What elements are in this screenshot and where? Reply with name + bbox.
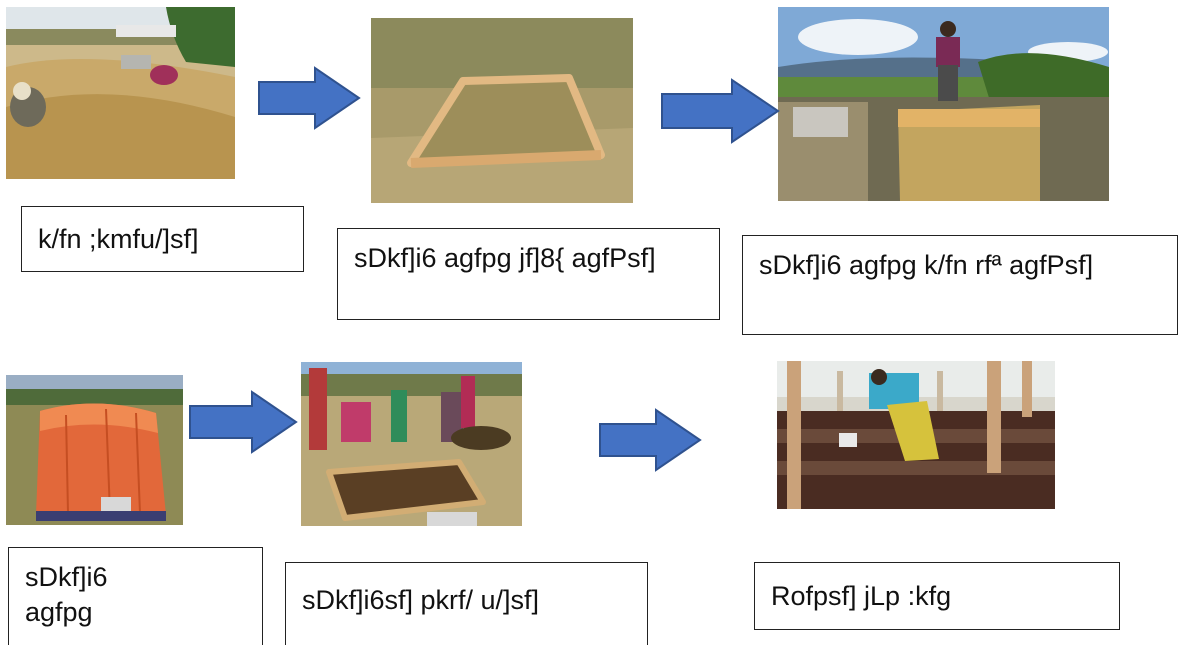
arrow-step-2-to-3 bbox=[660, 78, 780, 144]
caption-step-4: sDkf]i6 agfpg bbox=[8, 547, 263, 645]
caption-step-2: sDkf]i6 agfpg jf]8{ agfPsf] bbox=[337, 228, 720, 320]
photo-tarp-covered-pile bbox=[6, 375, 183, 525]
photo-straw-pile bbox=[778, 7, 1109, 201]
arrow-step-5-to-6 bbox=[598, 408, 702, 472]
caption-step-5: sDkf]i6sf] pkrf/ u/]sf] bbox=[285, 562, 648, 645]
photo-compost-bed bbox=[301, 362, 522, 526]
caption-step-6-text: Rofpsf] jLp :kfg bbox=[771, 581, 952, 611]
arrow-step-1-to-2 bbox=[257, 66, 361, 130]
arrow-step-4-to-5 bbox=[188, 390, 298, 454]
caption-step-6: Rofpsf] jLp :kfg bbox=[754, 562, 1120, 630]
caption-step-1: k/fn ;kmfu/]sf] bbox=[21, 206, 304, 272]
caption-step-4-text: sDkf]i6 agfpg bbox=[25, 562, 108, 627]
caption-step-2-text: sDkf]i6 agfpg jf]8{ agfPsf] bbox=[354, 243, 656, 273]
photo-wooden-frame bbox=[371, 18, 633, 203]
caption-step-3-text: sDkf]i6 agfpg k/fn rfª agfPsf] bbox=[759, 250, 1094, 280]
caption-step-3: sDkf]i6 agfpg k/fn rfª agfPsf] bbox=[742, 235, 1178, 335]
caption-step-5-text: sDkf]i6sf] pkrf/ u/]sf] bbox=[302, 585, 540, 615]
photo-greenhouse-sowing bbox=[777, 361, 1055, 509]
photo-straw-collection bbox=[6, 7, 235, 179]
caption-step-1-text: k/fn ;kmfu/]sf] bbox=[38, 224, 199, 254]
